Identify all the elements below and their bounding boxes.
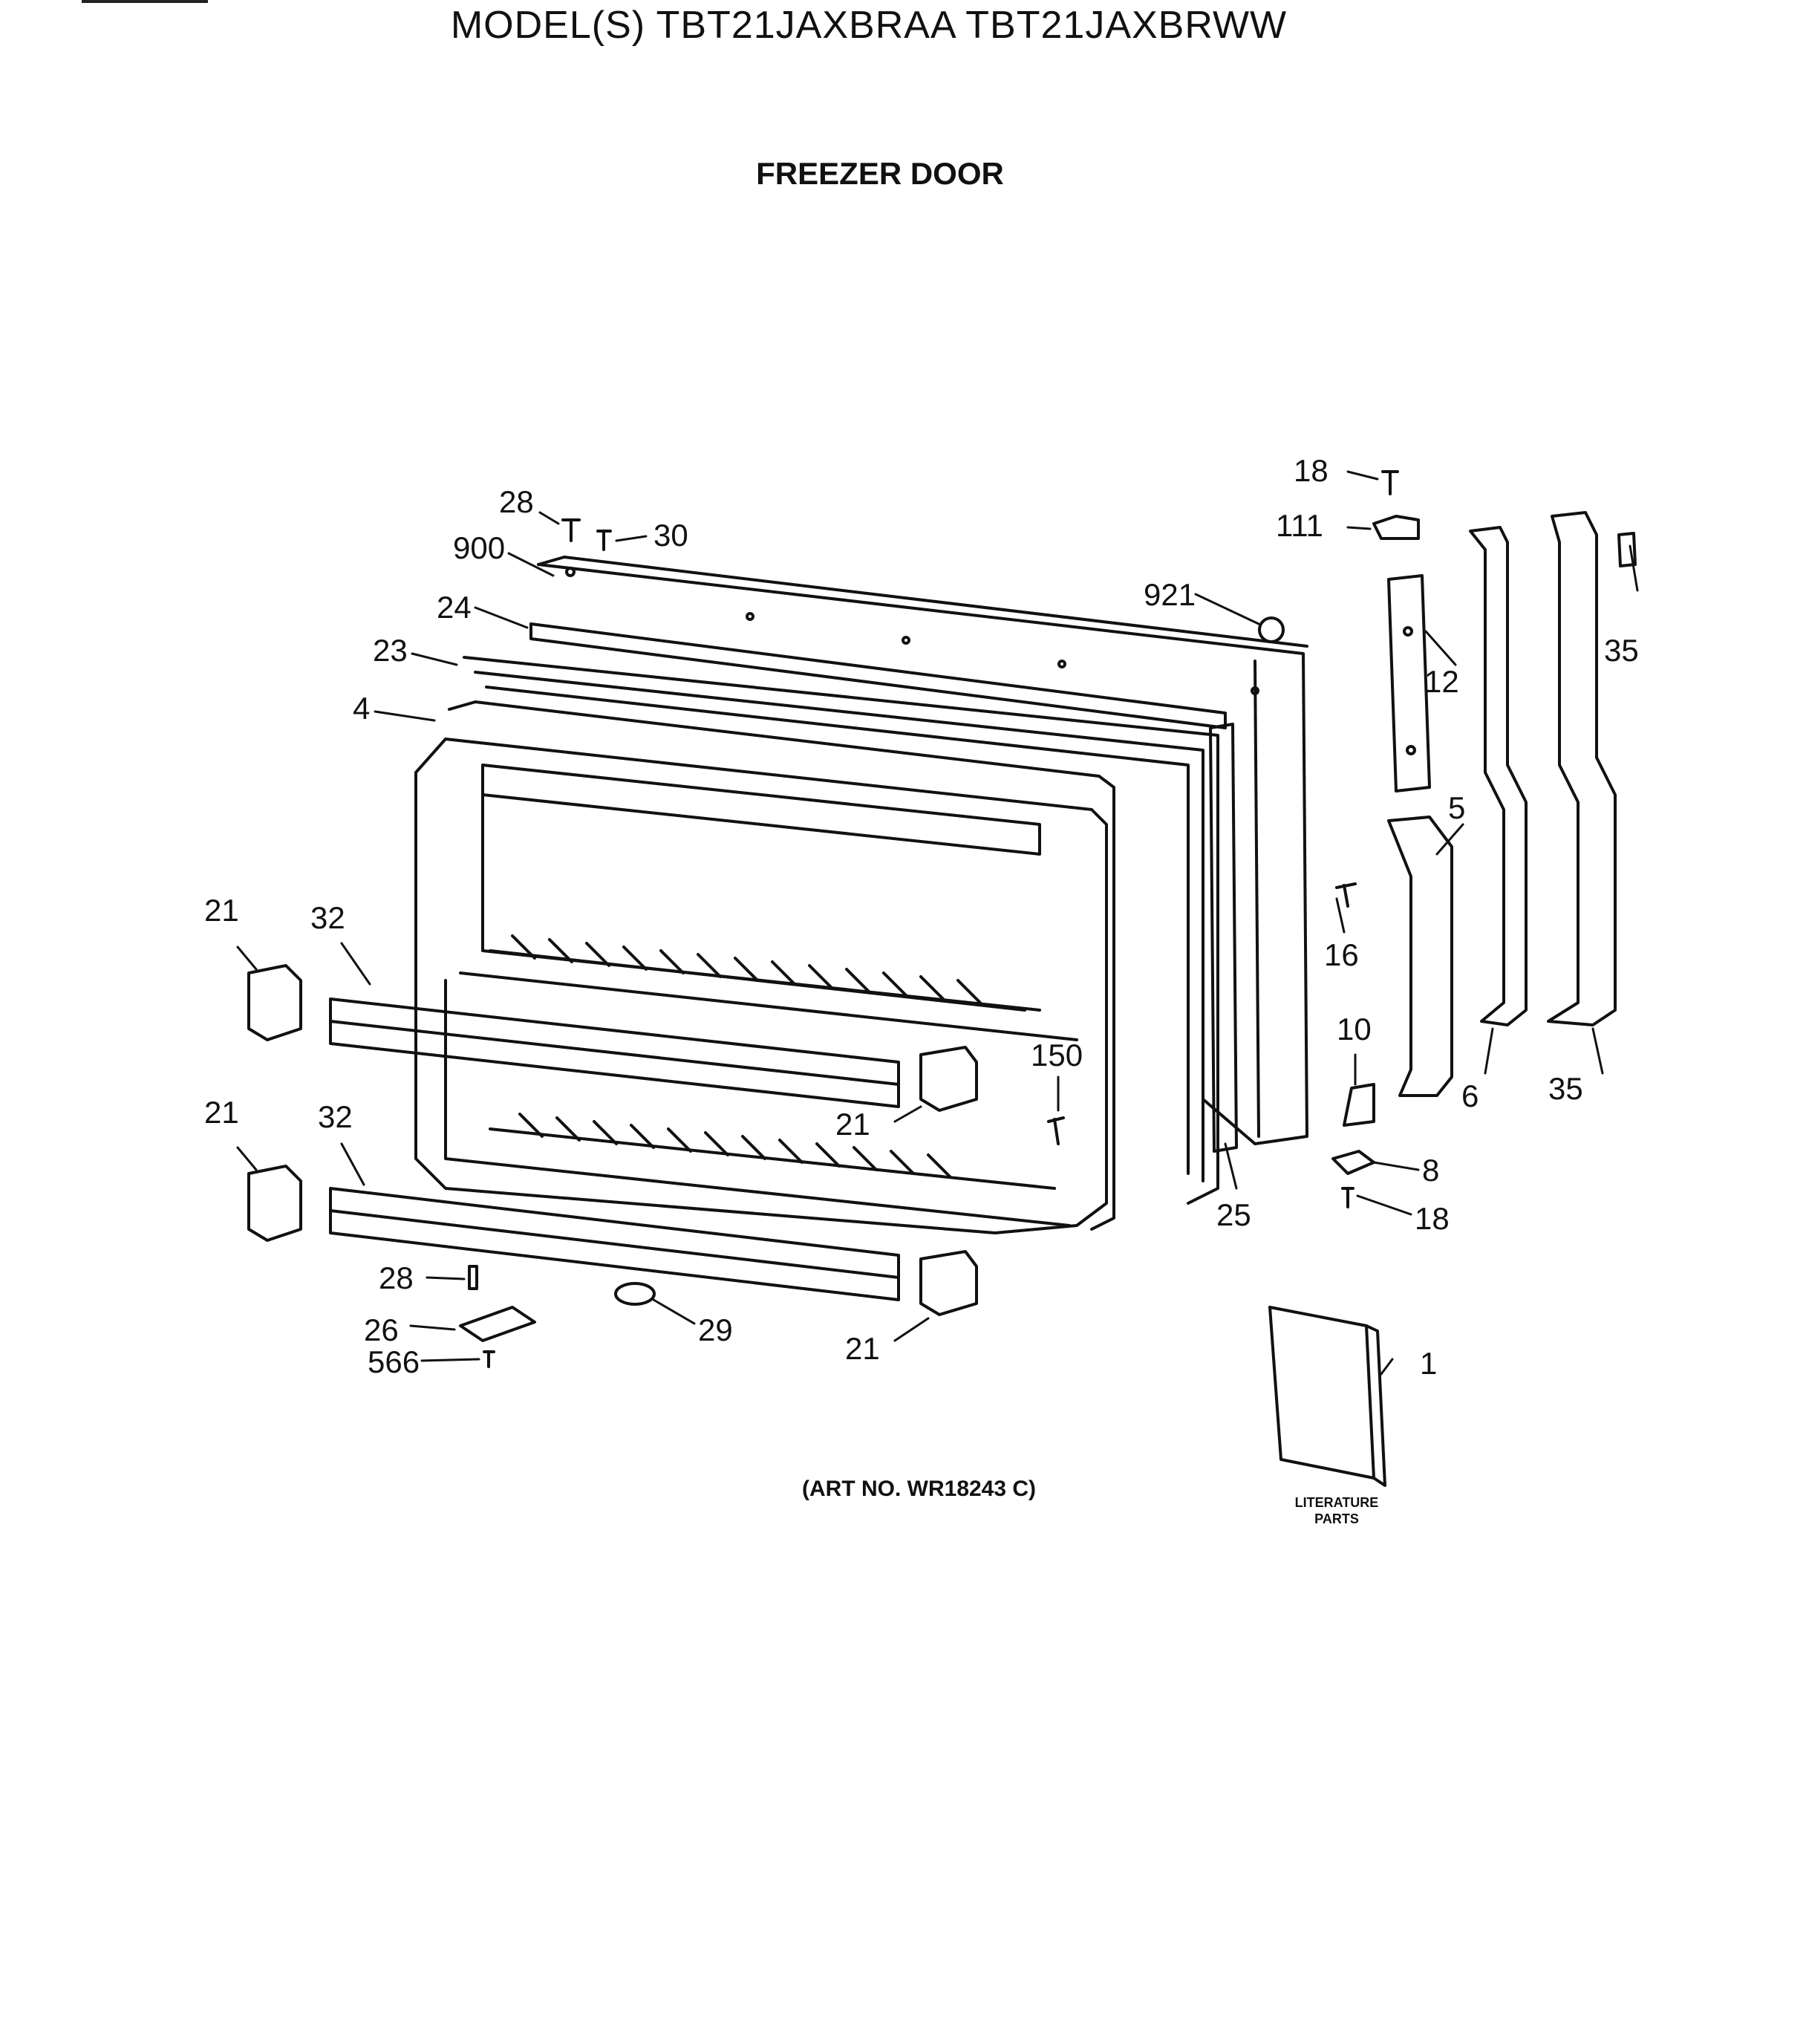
door-seal [1209,723,1238,1153]
shelf-end-cap-upper-right [919,1046,978,1112]
shelf-end-cap-upper-left [247,964,302,1041]
callout-28-bottom: 28 [379,1260,414,1295]
upper-shelf-bar [329,997,900,1108]
literature-parts-label: LITERATURE PARTS [1262,1494,1411,1527]
literature-label-line-1: LITERATURE [1294,1495,1379,1510]
lower-shelf-ribs [489,1113,1056,1190]
plug-921 [1258,616,1285,643]
callout-25: 25 [1216,1197,1251,1232]
callout-900: 900 [453,530,505,565]
diagram-subtitle: FREEZER DOOR [756,156,1004,191]
shelf-end-cap-lower-left [247,1165,302,1242]
screw-566 [483,1350,495,1368]
screw-150 [1047,1116,1065,1145]
callout-921: 921 [1144,577,1196,612]
hinge-cover-111 [1372,515,1420,540]
handle-trim-35 [1547,511,1617,1026]
callout-1: 1 [1420,1346,1437,1381]
callout-21-c: 21 [204,1095,239,1130]
callout-26: 26 [364,1312,399,1347]
callout-23: 23 [373,633,408,668]
screw-28-top [561,518,581,542]
stop-10 [1343,1083,1375,1127]
callout-18-bottom: 18 [1415,1201,1450,1236]
upper-shelf-ribs [489,934,1026,1012]
callout-16: 16 [1324,937,1359,972]
lower-shelf-bar-edge [329,1209,900,1279]
callout-6: 6 [1461,1078,1479,1113]
screw-18-bottom [1341,1187,1354,1208]
callout-18-top: 18 [1294,453,1329,488]
callout-4: 4 [353,691,370,726]
liner-frame [463,656,1219,1205]
art-number: (ART NO. WR18243 C) [802,1477,1037,1501]
callout-28-top: 28 [499,484,534,519]
callout-10: 10 [1337,1012,1372,1047]
door-inner-liner [414,700,1115,1234]
gasket-strip [529,622,1227,729]
plate-26 [459,1306,536,1342]
callout-24: 24 [437,590,472,625]
callout-8: 8 [1422,1153,1439,1188]
handle [1387,816,1453,1097]
upper-shelf-bar-edge [329,1020,900,1086]
callout-35-bottom: 35 [1548,1071,1583,1106]
screw-16 [1335,882,1357,908]
plug-35 [1617,532,1637,567]
callout-21-a: 21 [204,893,239,928]
shelf-end-cap-lower-right [919,1250,978,1316]
callout-21-d: 21 [845,1331,880,1366]
callout-30: 30 [653,518,688,553]
callout-566: 566 [368,1344,420,1379]
callout-21-b: 21 [835,1107,870,1142]
callout-111: 111 [1276,508,1323,543]
callout-29: 29 [698,1312,733,1347]
callout-12: 12 [1424,664,1459,699]
lower-shelf-bar [329,1187,900,1301]
top-rule [82,0,208,3]
callout-32-a: 32 [310,900,345,935]
handle-base [1387,574,1431,792]
page-title: MODEL(S) TBT21JAXBRAA TBT21JAXBRWW [450,4,1288,47]
screw-18-top [1381,470,1399,495]
literature-label-line-2: PARTS [1314,1511,1359,1526]
pin-28-bottom [468,1265,478,1290]
callout-5: 5 [1448,790,1465,825]
bracket-8 [1331,1150,1375,1175]
callout-32-b: 32 [318,1099,353,1134]
bumper-29 [614,1282,656,1306]
handle-trim-6 [1469,526,1528,1026]
callout-150: 150 [1031,1038,1083,1073]
screw-30 [596,530,612,551]
literature-booklet [1268,1306,1375,1480]
callout-35-top: 35 [1604,633,1639,668]
